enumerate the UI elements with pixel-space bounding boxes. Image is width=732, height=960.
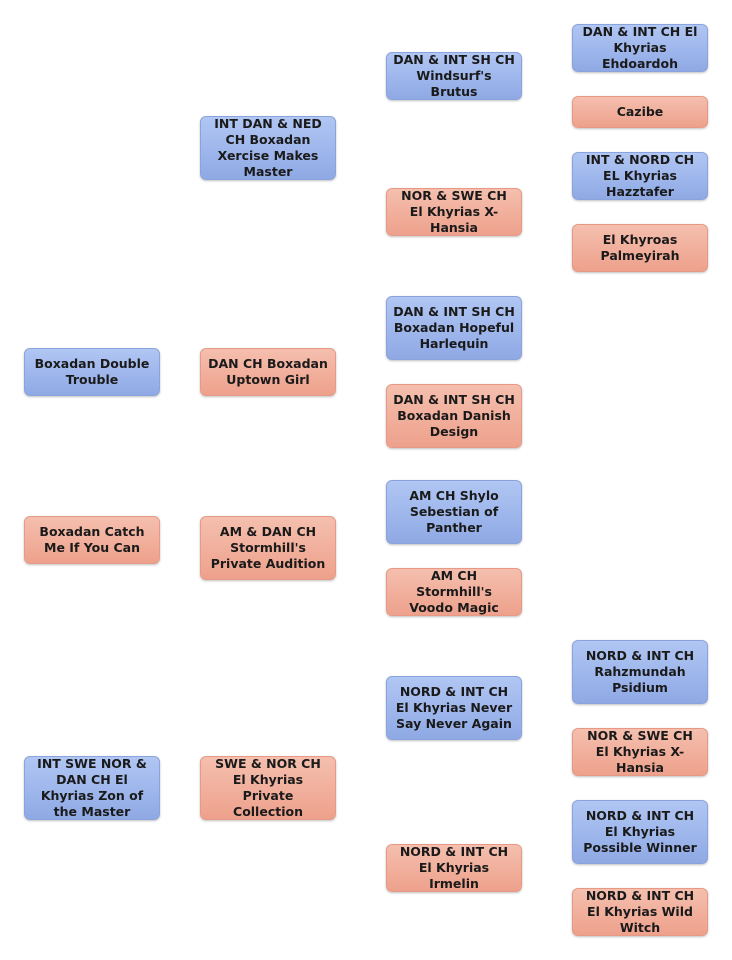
node-palmeyirah: El Khyroas Palmeyirah xyxy=(572,224,708,272)
node-zon-of-the-master: INT SWE NOR & DAN CH El Khyrias Zon of t… xyxy=(24,756,160,820)
node-ehdoardoh: DAN & INT CH El Khyrias Ehdoardoh xyxy=(572,24,708,72)
node-x-hansia-2: NOR & SWE CH El Khyrias X-Hansia xyxy=(572,728,708,776)
node-hazztafer: INT & NORD CH EL Khyrias Hazztafer xyxy=(572,152,708,200)
node-wild-witch: NORD & INT CH El Khyrias Wild Witch xyxy=(572,888,708,936)
node-voodo-magic: AM CH Stormhill's Voodo Magic xyxy=(386,568,522,616)
node-private-collection: SWE & NOR CH El Khyrias Private Collecti… xyxy=(200,756,336,820)
node-irmelin: NORD & INT CH El Khyrias Irmelin xyxy=(386,844,522,892)
node-never-say-never-again: NORD & INT CH El Khyrias Never Say Never… xyxy=(386,676,522,740)
node-rahzmundah-psidium: NORD & INT CH Rahzmundah Psidium xyxy=(572,640,708,704)
node-x-hansia-1: NOR & SWE CH El Khyrias X-Hansia xyxy=(386,188,522,236)
node-uptown-girl: DAN CH Boxadan Uptown Girl xyxy=(200,348,336,396)
node-xercise-makes-master: INT DAN & NED CH Boxadan Xercise Makes M… xyxy=(200,116,336,180)
node-danish-design: DAN & INT SH CH Boxadan Danish Design xyxy=(386,384,522,448)
node-hopeful-harlequin: DAN & INT SH CH Boxadan Hopeful Harlequi… xyxy=(386,296,522,360)
node-cazibe: Cazibe xyxy=(572,96,708,128)
node-private-audition: AM & DAN CH Stormhill's Private Audition xyxy=(200,516,336,580)
node-sebestian-of-panther: AM CH Shylo Sebestian of Panther xyxy=(386,480,522,544)
node-boxadan-double-trouble: Boxadan Double Trouble xyxy=(24,348,160,396)
node-possible-winner: NORD & INT CH El Khyrias Possible Winner xyxy=(572,800,708,864)
node-windsurfs-brutus: DAN & INT SH CH Windsurf's Brutus xyxy=(386,52,522,100)
node-boxadan-catch-me-if-you-can: Boxadan Catch Me If You Can xyxy=(24,516,160,564)
